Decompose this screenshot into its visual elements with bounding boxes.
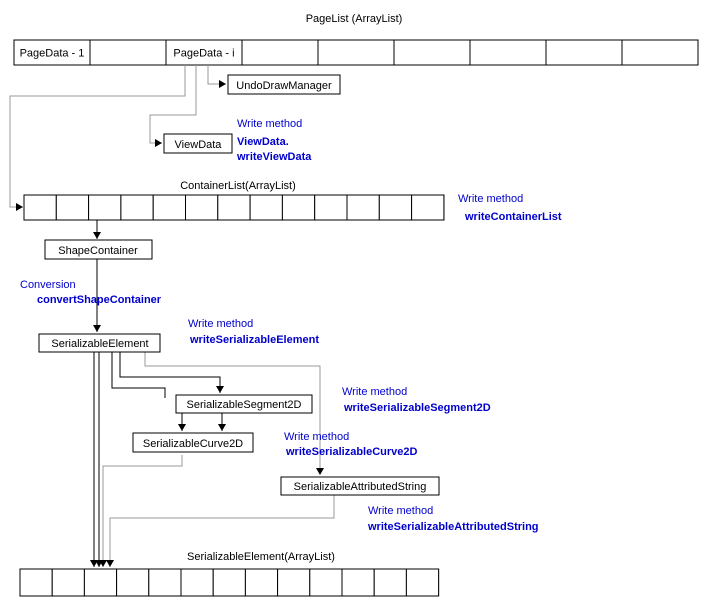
container-list-cell [411, 194, 445, 221]
element-list-cell [244, 568, 279, 597]
serializable-element-note-label: Write method [188, 318, 253, 330]
page-list-cell [13, 39, 91, 66]
segment2d-note-method: writeSerializableSegment2D [343, 402, 491, 414]
page-list-cell-label: PageData - i [173, 48, 234, 60]
view-data-note-label: Write method [237, 118, 302, 130]
page-list-cell [545, 39, 623, 66]
curve2d-note-method: writeSerializableCurve2D [285, 446, 418, 458]
element-list-cell [19, 568, 53, 597]
arrow-to-segment2d [119, 352, 224, 393]
element-list-array [19, 568, 440, 597]
container-list-note-method: writeContainerList [464, 211, 562, 223]
serializable-segment2d-box [175, 394, 313, 414]
container-list-array [23, 194, 445, 221]
serializable-element-note-method: writeSerializableElement [189, 334, 319, 346]
element-list-cell [341, 568, 375, 597]
element-list-cell [309, 568, 343, 597]
container-list-cell [217, 194, 251, 221]
page-list-cell [469, 39, 547, 66]
connector-undo [207, 65, 226, 88]
container-list-cell [281, 194, 316, 221]
element-list-cell [51, 568, 85, 597]
segment2d-note-label: Write method [342, 386, 407, 398]
arrow-to-attributed-string [144, 352, 324, 475]
page-list-cell [89, 39, 167, 66]
undo-draw-manager-box [227, 74, 341, 95]
element-list-cell [83, 568, 118, 597]
container-list-title: ContainerList(ArrayList) [180, 180, 296, 192]
page-list-cell [621, 39, 699, 66]
conversion-note-method: convertShapeContainer [37, 294, 162, 306]
container-list-cell [314, 194, 348, 221]
attributed-string-note-label: Write method [368, 505, 433, 517]
view-data-note-method-1: ViewData. [237, 136, 289, 148]
element-list-cell [405, 568, 440, 597]
serializable-segment2d-label: SerializableSegment2D [187, 399, 302, 411]
element-list-cell [277, 568, 311, 597]
connector-attrstring [106, 495, 335, 567]
serializable-attributed-string-label: SerializableAttributedString [294, 481, 427, 493]
container-list-cell [249, 194, 283, 221]
page-list-cell [241, 39, 319, 66]
view-data-box [163, 133, 233, 154]
page-list-cell [165, 39, 243, 66]
container-list-cell [88, 194, 122, 221]
serializable-curve2d-box [132, 432, 254, 453]
page-list-cell-label: PageData - 1 [20, 48, 85, 60]
view-data-note-method-2: writeViewData [236, 151, 312, 163]
container-list-cell [55, 194, 90, 221]
element-list-cell [116, 568, 150, 597]
element-list-title: SerializableElement(ArrayList) [187, 551, 335, 563]
connectors [9, 65, 335, 567]
connector-viewdata [149, 65, 197, 147]
container-list-cell [23, 194, 57, 221]
undo-draw-manager-label: UndoDrawManager [236, 80, 332, 92]
curve2d-note-label: Write method [284, 431, 349, 443]
element-list-cell [148, 568, 182, 597]
element-list-cell [180, 568, 214, 597]
flow-arrows [90, 220, 324, 567]
connector-containerlist [9, 65, 186, 211]
element-list-cell [212, 568, 246, 597]
container-list-cell [120, 194, 154, 221]
attributed-string-note-method: writeSerializableAttributedString [367, 521, 539, 533]
container-list-cell [346, 194, 380, 221]
page-list-title: PageList (ArrayList) [306, 13, 403, 25]
serializable-element-box [38, 333, 161, 353]
view-data-label: ViewData [175, 139, 223, 151]
shape-container-label: ShapeContainer [58, 245, 138, 257]
page-list-cell [317, 39, 395, 66]
connector-curve2d [99, 455, 183, 567]
branch-curve2d [111, 352, 166, 398]
container-list-cell [152, 194, 186, 221]
page-list-array: PageData - 1 PageData - i [13, 39, 699, 66]
element-list-cell [373, 568, 407, 597]
conversion-note-label: Conversion [20, 279, 76, 291]
serializable-attributed-string-box [280, 476, 440, 496]
page-list-cell [393, 39, 471, 66]
container-list-cell [185, 194, 219, 221]
container-list-note-label: Write method [458, 193, 523, 205]
serializable-curve2d-label: SerializableCurve2D [143, 438, 243, 450]
serializable-element-label: SerializableElement [51, 338, 148, 350]
shape-container-box [44, 239, 153, 260]
container-list-cell [378, 194, 413, 221]
